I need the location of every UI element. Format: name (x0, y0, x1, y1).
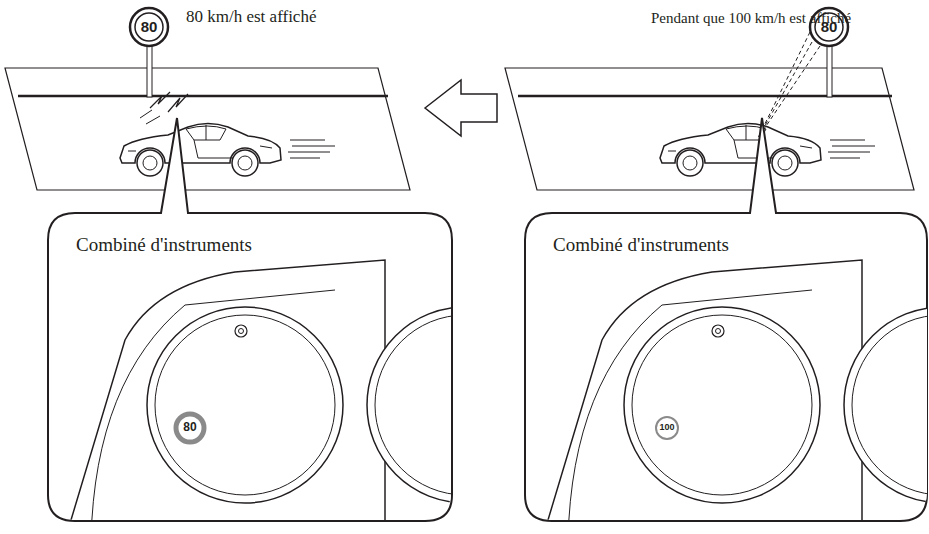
speed-number: 80 (821, 19, 838, 36)
speed-number: 80 (183, 421, 196, 434)
callout-heading: Combiné d'instruments (553, 235, 729, 256)
callout-box: Combiné d'instruments (525, 213, 927, 521)
callout-box: Combiné d'instruments (48, 213, 452, 521)
speed-number: 80 (141, 19, 158, 36)
callout-heading: Combiné d'instruments (76, 235, 252, 256)
caption-text: 80 km/h est affiché (186, 8, 316, 27)
speed-number: 100 (659, 423, 674, 433)
